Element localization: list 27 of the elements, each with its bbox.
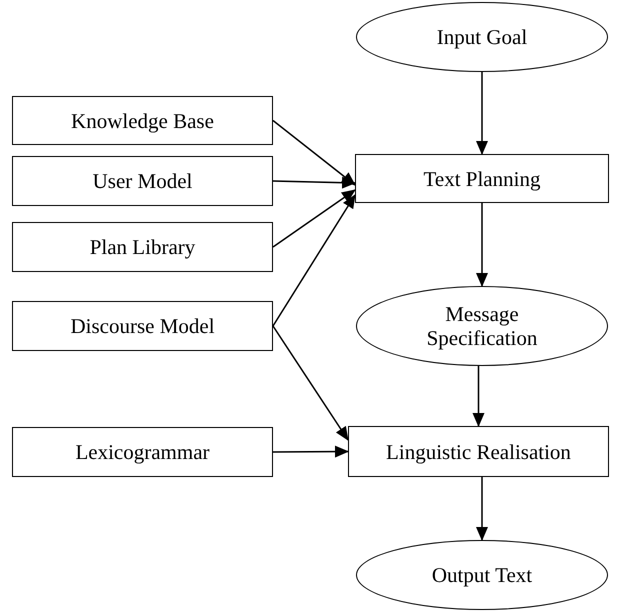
process-box bbox=[12, 96, 273, 145]
arrow bbox=[272, 326, 349, 441]
process-box bbox=[12, 156, 273, 206]
arrow bbox=[476, 477, 488, 541]
node-label: Knowledge Base bbox=[70, 108, 215, 132]
node-label: Input Goal bbox=[436, 25, 528, 49]
process-box bbox=[12, 222, 273, 272]
node-label: Output Text bbox=[430, 563, 534, 587]
arrow bbox=[472, 366, 484, 427]
arrow bbox=[272, 176, 356, 189]
arrow bbox=[272, 189, 356, 248]
process-box bbox=[12, 427, 273, 477]
process-box bbox=[355, 154, 609, 203]
arrow bbox=[273, 446, 349, 458]
node-label: Text Planning bbox=[422, 166, 542, 190]
arrow bbox=[272, 120, 356, 186]
arrow bbox=[476, 203, 488, 287]
node-label: Lexicogrammar bbox=[74, 440, 211, 464]
node-label: Plan Library bbox=[88, 235, 196, 259]
process-box bbox=[12, 301, 273, 351]
node-label: Linguistic Realisation bbox=[385, 440, 572, 464]
node-label: Message Specification bbox=[426, 302, 538, 350]
arrow bbox=[272, 194, 356, 326]
node-label: User Model bbox=[92, 169, 194, 193]
process-box bbox=[348, 426, 609, 477]
arrow bbox=[476, 72, 488, 155]
node-label: Discourse Model bbox=[69, 314, 216, 338]
